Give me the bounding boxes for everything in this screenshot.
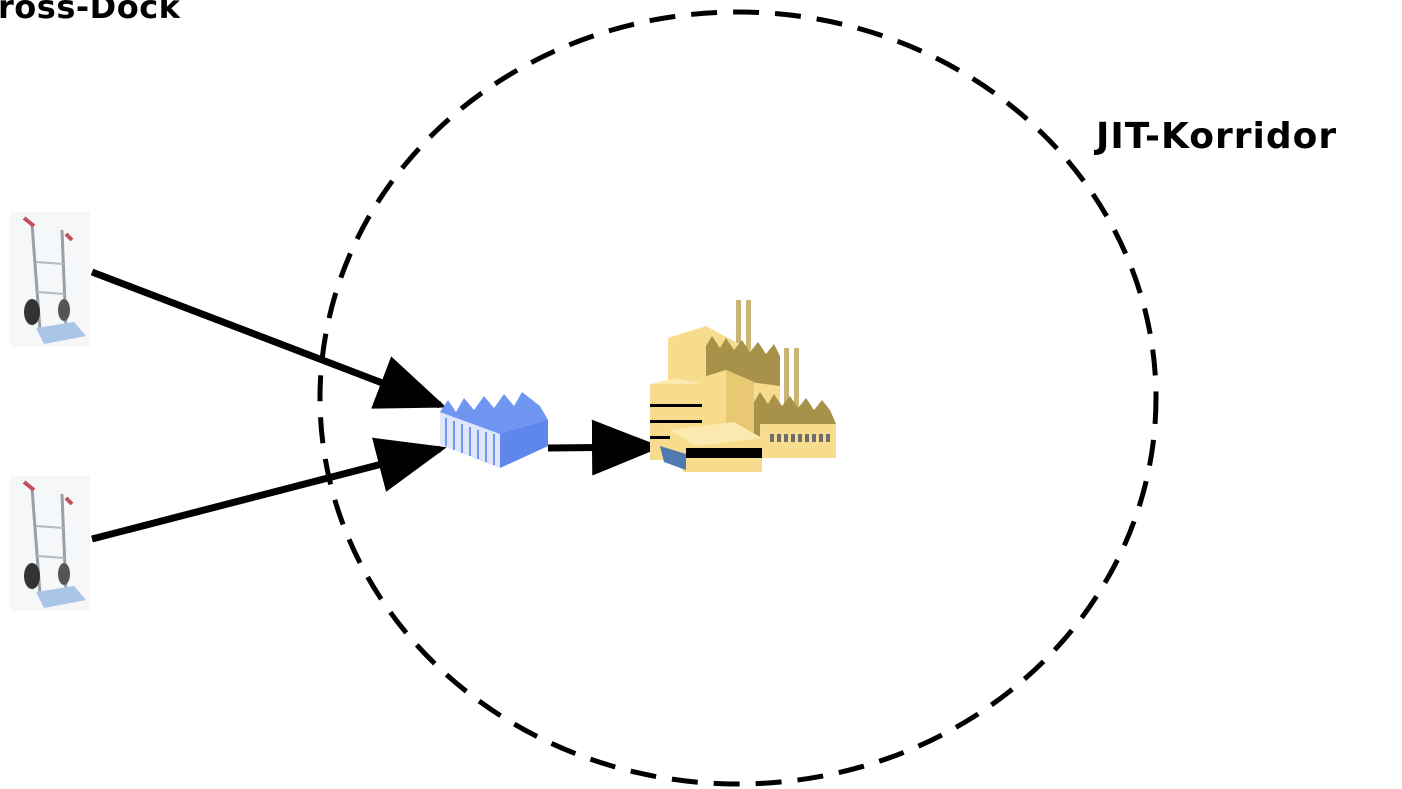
jit-corridor-label: JIT-Korridor [1096,116,1338,157]
warehouse-icon [440,392,548,468]
jit-corridor-boundary [317,9,1159,787]
cross-dock-label: ross-Dock [0,0,181,26]
factory-icon [650,300,836,472]
arrow-crossdock-to-plant [547,419,662,476]
hand-truck-icon [10,212,90,347]
arrow-supplier1-to-crossdock [90,268,447,409]
hand-truck-icon [10,476,90,611]
arrow-supplier2-to-crossdock [91,437,447,543]
